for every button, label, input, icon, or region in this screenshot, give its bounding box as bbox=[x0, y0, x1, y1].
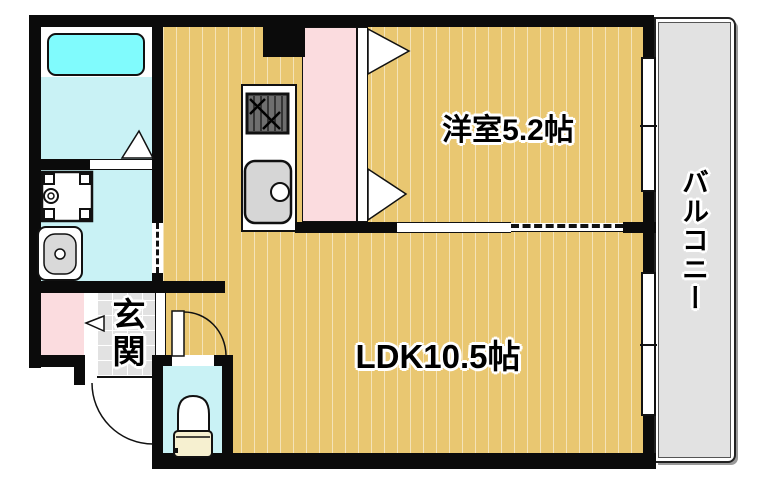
kitchen-counter bbox=[241, 84, 297, 232]
washroom-sliding-door bbox=[152, 223, 163, 273]
balcony-label: バルコニー bbox=[678, 168, 708, 313]
washroom-door-dash bbox=[156, 223, 159, 273]
wall-wash-bottom bbox=[29, 281, 225, 293]
ldk-label: LDK10.5帖 bbox=[355, 338, 521, 375]
wall-storage-bottom bbox=[29, 355, 85, 367]
wall-bath-bottom bbox=[29, 159, 90, 170]
bathroom-doorway bbox=[90, 159, 152, 170]
western-room-sliding-door-track bbox=[511, 223, 623, 232]
entrance-tile-floor bbox=[97, 293, 155, 378]
balcony bbox=[654, 17, 736, 463]
closet bbox=[302, 27, 357, 222]
wall-western-room-bottom-right bbox=[623, 222, 656, 233]
wood-floor-area bbox=[163, 27, 643, 453]
wall-right bbox=[643, 15, 654, 463]
entrance-storage-door-gap bbox=[84, 293, 97, 378]
toilet-room-floor bbox=[163, 366, 222, 453]
toilet-doorway bbox=[172, 355, 214, 366]
window-sash-divider bbox=[640, 124, 657, 127]
western-room-window bbox=[640, 57, 657, 192]
wall-toilet-right bbox=[222, 355, 233, 453]
wall-left bbox=[29, 15, 41, 368]
wall-entry-stub bbox=[74, 355, 85, 385]
entrance-door-swing-arc bbox=[91, 382, 154, 445]
wall-top bbox=[29, 15, 653, 27]
wall-closet-bottom bbox=[295, 222, 397, 233]
entrance-storage bbox=[41, 293, 84, 355]
entrance-label: 玄関 bbox=[108, 297, 145, 371]
bathtub-icon bbox=[47, 33, 145, 76]
wall-bottom bbox=[152, 453, 656, 469]
balcony-deck bbox=[658, 22, 731, 458]
bathroom-floor bbox=[41, 77, 152, 159]
western-room-label: 洋室5.2帖 bbox=[442, 114, 574, 147]
window-sash-divider bbox=[640, 344, 657, 346]
sliding-door-dash bbox=[511, 224, 623, 228]
ldk-window bbox=[640, 272, 657, 416]
closet-door-track bbox=[357, 27, 368, 222]
western-room-sliding-door-panel bbox=[397, 222, 511, 233]
wall-bath-right bbox=[152, 15, 163, 223]
washroom-floor bbox=[41, 170, 152, 281]
wall-toilet-left bbox=[152, 355, 163, 453]
wall-top-notch bbox=[263, 15, 305, 57]
entrance-step bbox=[155, 293, 166, 355]
